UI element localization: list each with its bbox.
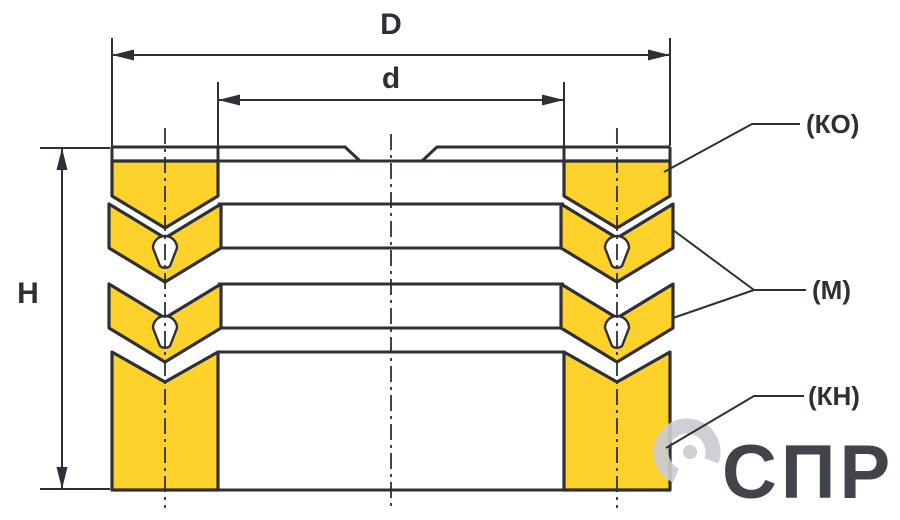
dim-label-D: D bbox=[380, 8, 402, 41]
leader-chevron-seals bbox=[672, 229, 755, 319]
label-chevron-seals: (М) bbox=[812, 275, 851, 305]
seal-rings bbox=[107, 159, 675, 492]
label-upper-ring: (КО) bbox=[806, 109, 859, 139]
dim-label-d: d bbox=[382, 62, 400, 95]
arrowhead-bottom bbox=[56, 467, 68, 489]
watermark-text: СПР bbox=[722, 430, 894, 515]
dim-label-H: H bbox=[17, 277, 39, 310]
arrowhead-right bbox=[542, 94, 564, 106]
strip-face bbox=[112, 147, 670, 161]
arrowhead-right bbox=[648, 49, 670, 61]
dimension-outer-diameter: D bbox=[111, 8, 671, 150]
strip-end-edges bbox=[110, 147, 672, 161]
arrowhead-left bbox=[218, 94, 240, 106]
arrowhead-top bbox=[56, 148, 68, 170]
leader-lower-ring bbox=[665, 395, 804, 449]
watermark: СПР bbox=[653, 418, 894, 515]
centerlines bbox=[164, 128, 618, 508]
dimension-height: H bbox=[17, 147, 110, 490]
watermark-logo-dot-icon bbox=[683, 445, 697, 459]
dimension-inner-diameter: d bbox=[217, 62, 565, 188]
label-lower-ring: (КН) bbox=[808, 381, 860, 411]
callouts: (КО) (М) (КН) bbox=[663, 109, 860, 449]
leader-upper-ring bbox=[663, 123, 800, 173]
arrowhead-left bbox=[112, 49, 134, 61]
